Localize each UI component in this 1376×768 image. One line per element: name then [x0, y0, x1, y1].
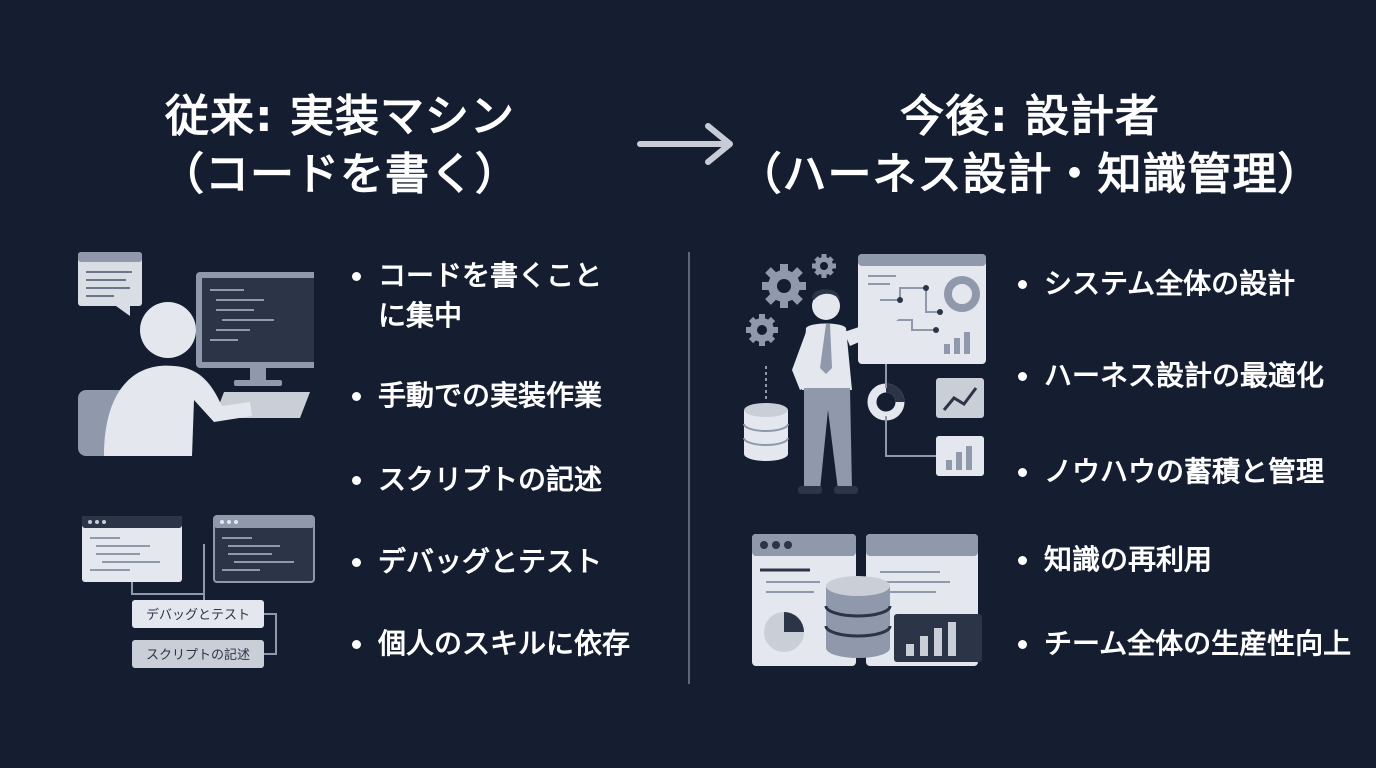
right-bullet-4: 知識の再利用	[1016, 538, 1212, 582]
gear-mid-icon	[746, 314, 778, 346]
person-icon	[104, 302, 252, 456]
diagram-box-debug: デバッグとテスト	[146, 607, 250, 623]
coder-illustration	[78, 252, 314, 456]
gear-small-icon	[812, 254, 836, 278]
left-workflow-diagram: デバッグとテスト スクリプトの記述	[82, 515, 315, 668]
left-bullet-1: コードを書くこと	[350, 254, 602, 298]
gear-icon	[762, 264, 806, 308]
left-bullet-2: 手動での実装作業	[350, 374, 602, 418]
left-bullet-5: 個人のスキルに依存	[350, 622, 630, 666]
knowledge-illustration	[752, 534, 982, 666]
person-icon	[792, 289, 900, 494]
chat-bubble-icon	[78, 252, 142, 316]
center-divider	[688, 252, 690, 684]
right-title-line2: （ハーネス設計・知識管理）	[737, 149, 1323, 200]
arrow-right-icon	[637, 123, 733, 165]
right-bullet-2: ハーネス設計の最適化	[1016, 354, 1324, 398]
diagram-box-script: スクリプトの記述	[146, 647, 250, 663]
left-title: 従来: 実装マシン （コードを書く）	[70, 88, 610, 204]
right-bullet-1: システム全体の設計	[1016, 262, 1295, 306]
left-bullet-3: スクリプトの記述	[350, 458, 602, 502]
database-icon	[824, 576, 892, 658]
right-title-line1: 今後: 設計者	[900, 91, 1160, 142]
dashboard-window	[858, 254, 986, 364]
left-bullet-1-cont: に集中	[378, 299, 463, 332]
code-window-1	[82, 516, 182, 582]
report-window-2	[866, 534, 982, 666]
left-title-line1: 従来: 実装マシン	[165, 91, 515, 142]
left-bullet-4: デバッグとテスト	[350, 540, 602, 584]
right-bullet-3: ノウハウの蓄積と管理	[1016, 450, 1324, 494]
right-title: 今後: 設計者 （ハーネス設計・知識管理）	[730, 88, 1330, 204]
database-icon	[743, 403, 789, 461]
right-bullet-5: チーム全体の生産性向上	[1016, 622, 1351, 666]
code-window-2	[213, 515, 315, 583]
left-title-line2: （コードを書く）	[160, 149, 520, 200]
monitor-icon	[196, 272, 314, 386]
designer-illustration	[743, 254, 986, 494]
